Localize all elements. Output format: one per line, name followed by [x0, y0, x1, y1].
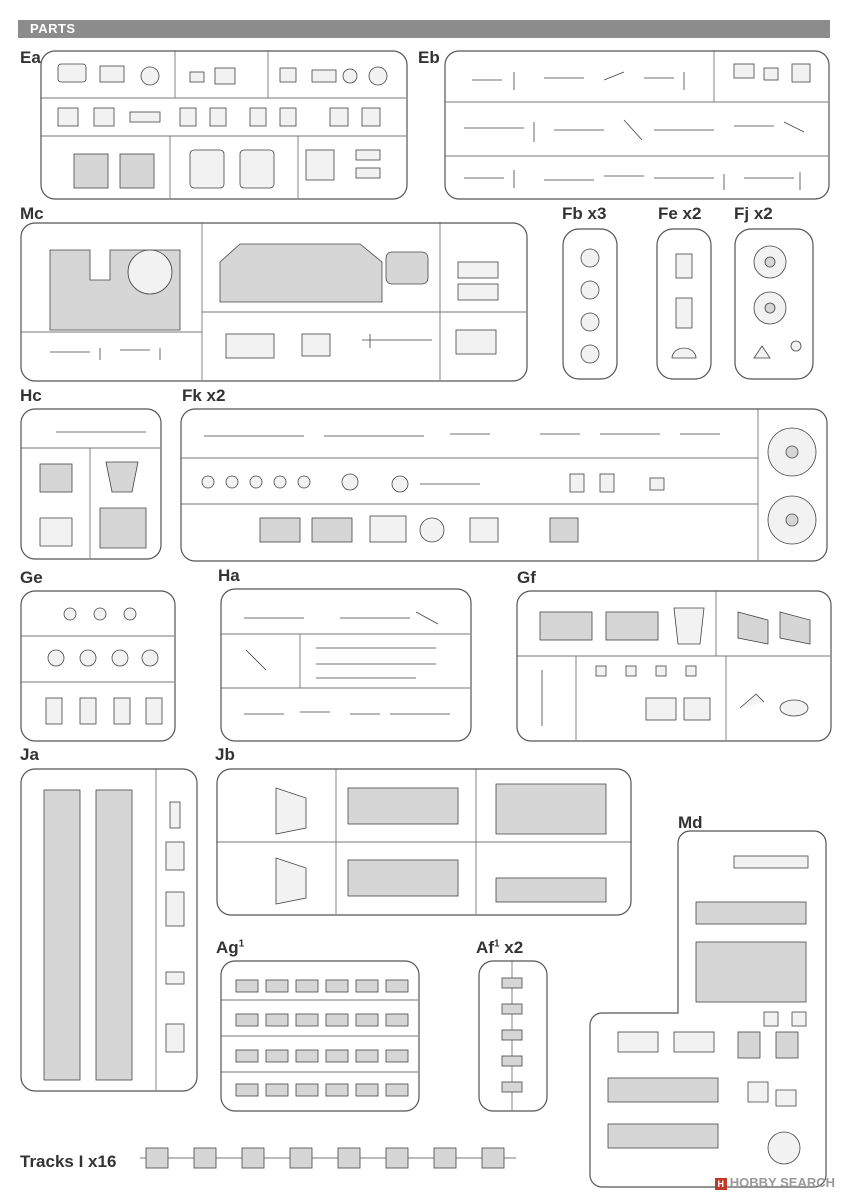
sprue-ge-diagram: [20, 590, 176, 742]
sprue-ja-diagram: [20, 768, 198, 1092]
sprue-label-tracks: Tracks I x16: [20, 1152, 117, 1171]
sprue-label-md: Md: [678, 813, 703, 832]
watermark-text: HOBBY SEARCH: [729, 1175, 835, 1190]
sprue-label-af: Af1 x2: [476, 938, 523, 958]
sprue-ea-diagram: [40, 50, 408, 200]
sprue-label-af-sup: 1: [493, 938, 500, 950]
sprue-label-fj: Fj x2: [734, 204, 773, 223]
sprue-label-ja: Ja: [20, 745, 39, 764]
sprue-label-eb: Eb: [418, 48, 440, 67]
sprue-hc-diagram: [20, 408, 162, 560]
sprue-ag-diagram: [220, 960, 420, 1112]
hobby-search-logo-icon: H: [714, 1177, 727, 1190]
parts-header-title: PARTS: [30, 21, 76, 36]
sprue-label-ag-text: Ag: [216, 938, 239, 957]
sprue-label-mc: Mc: [20, 204, 44, 223]
sprue-fk-diagram: [180, 408, 828, 562]
sprue-fj-diagram: [734, 228, 814, 380]
sprue-label-fk: Fk x2: [182, 386, 226, 405]
sprue-label-ag-sup: 1: [238, 938, 245, 950]
sprue-label-af-text: Af: [476, 938, 494, 957]
sprue-label-ag: Ag1: [216, 938, 244, 958]
sprue-label-jb: Jb: [215, 745, 235, 764]
sprue-af-diagram: [478, 960, 548, 1112]
sprue-gf-diagram: [516, 590, 832, 742]
sprue-ha-diagram: [220, 588, 472, 742]
sprue-label-ea: Ea: [20, 48, 41, 67]
sprue-mc-diagram: [20, 222, 528, 382]
sprue-label-ge: Ge: [20, 568, 43, 587]
sprue-label-fb: Fb x3: [562, 204, 607, 223]
sprue-fe-diagram: [656, 228, 712, 380]
parts-header: PARTS: [18, 20, 830, 38]
sprue-label-ha: Ha: [218, 566, 240, 585]
sprue-label-af-suffix: x2: [499, 938, 524, 957]
sprue-tracks-diagram: [140, 1147, 516, 1169]
sprue-jb-diagram: [216, 768, 632, 916]
sprue-label-gf: Gf: [517, 568, 536, 587]
sprue-md-diagram: [589, 830, 827, 1188]
sprue-fb-diagram: [562, 228, 618, 380]
sprue-label-fe: Fe x2: [658, 204, 702, 223]
sprue-label-hc: Hc: [20, 386, 42, 405]
sprue-eb-diagram: [444, 50, 830, 200]
